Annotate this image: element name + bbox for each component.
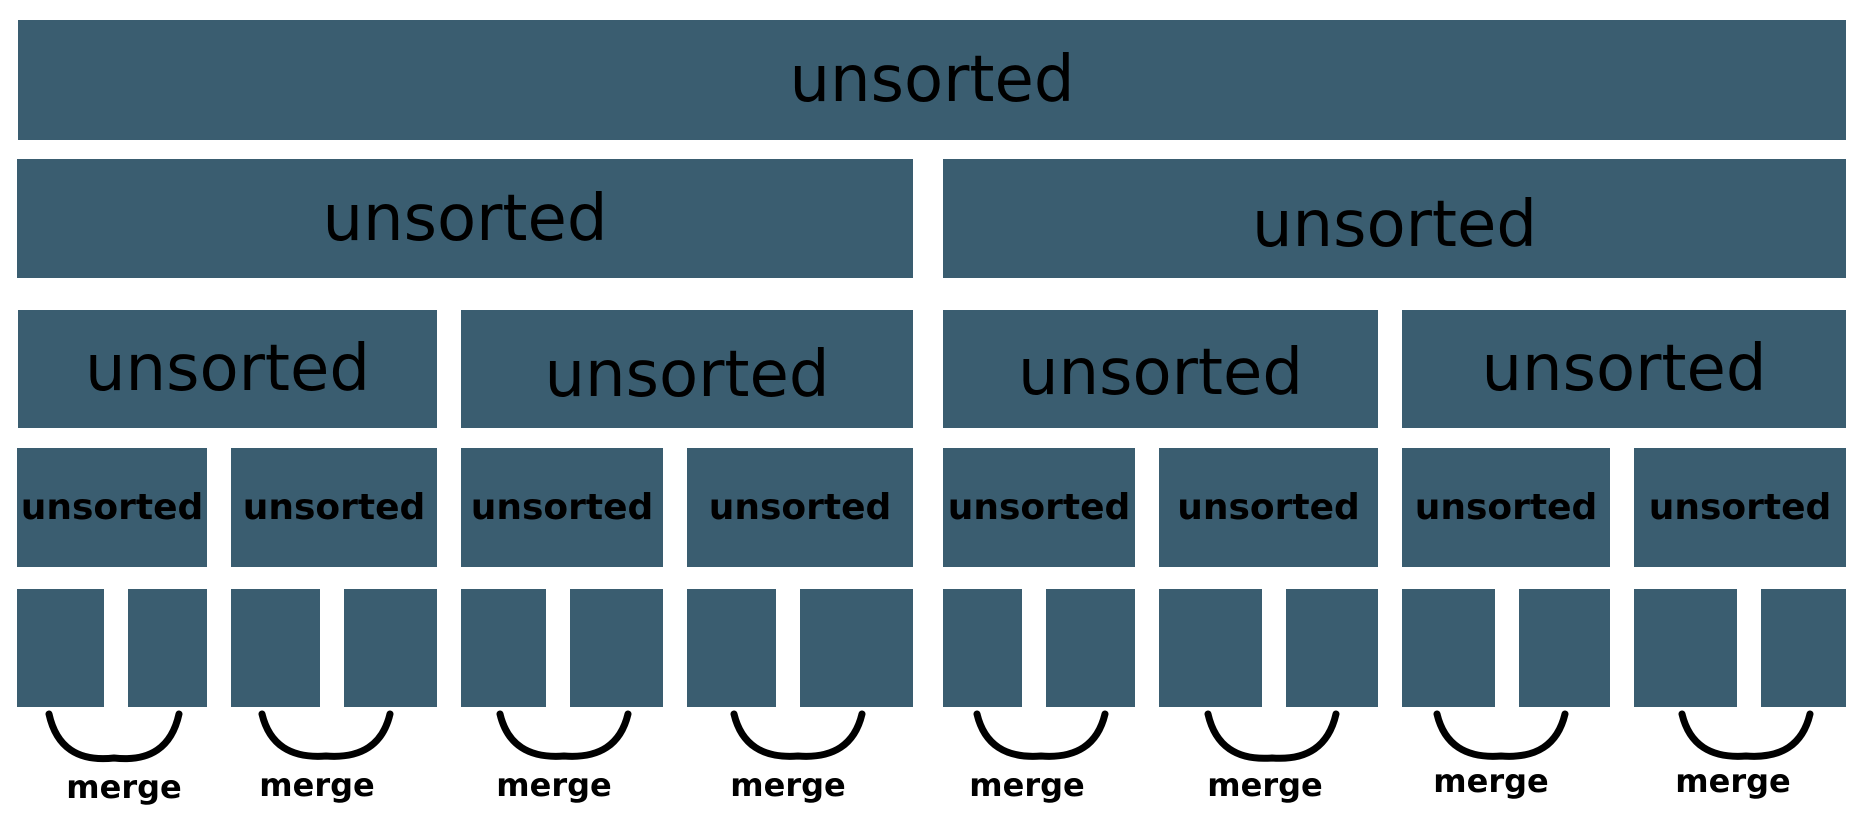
merge-arc: [45, 710, 183, 763]
node-label: unsorted: [708, 487, 892, 528]
leaf-node: [17, 589, 104, 707]
level0-node: unsorted: [18, 20, 1846, 140]
leaf-node: [1761, 589, 1846, 707]
merge-label: merge: [730, 766, 846, 804]
level3-node: unsorted: [687, 448, 913, 567]
merge-label: merge: [496, 766, 612, 804]
leaf-node: [1159, 589, 1262, 707]
node-label: unsorted: [20, 487, 204, 528]
level3-node: unsorted: [1634, 448, 1846, 567]
level1-node: unsorted: [943, 159, 1846, 278]
leaf-node: [570, 589, 663, 707]
leaf-node: [128, 589, 207, 707]
merge-arc: [973, 710, 1109, 760]
merge-label: merge: [259, 766, 375, 804]
node-label: unsorted: [470, 487, 654, 528]
merge-label: merge: [1207, 766, 1323, 804]
leaf-node: [1402, 589, 1495, 707]
node-label: unsorted: [242, 487, 426, 528]
leaf-node: [943, 589, 1022, 707]
merge-arc: [258, 710, 394, 760]
node-label: unsorted: [84, 332, 371, 406]
leaf-node: [1519, 589, 1610, 707]
level2-node: unsorted: [18, 310, 437, 428]
level2-node: unsorted: [943, 310, 1378, 428]
leaf-node: [231, 589, 320, 707]
level3-node: unsorted: [231, 448, 437, 567]
leaf-node: [687, 589, 776, 707]
node-label: unsorted: [1648, 487, 1832, 528]
merge-arc: [1433, 710, 1569, 760]
level2-node: unsorted: [1402, 310, 1846, 428]
merge-arc: [730, 710, 866, 760]
level3-node: unsorted: [461, 448, 663, 567]
merge-label: merge: [969, 766, 1085, 804]
level3-node: unsorted: [1159, 448, 1378, 567]
leaf-node: [344, 589, 437, 707]
node-label: unsorted: [1017, 336, 1304, 410]
merge-label: merge: [1675, 762, 1791, 800]
node-label: unsorted: [322, 181, 608, 256]
merge-label: merge: [1433, 762, 1549, 800]
level1-node: unsorted: [17, 159, 913, 278]
node-label: unsorted: [1177, 487, 1360, 528]
node-label: unsorted: [544, 338, 830, 412]
leaf-node: [800, 589, 913, 707]
level3-node: unsorted: [943, 448, 1135, 567]
node-label: unsorted: [789, 43, 1075, 117]
node-label: unsorted: [1414, 487, 1598, 528]
level3-node: unsorted: [1402, 448, 1610, 567]
leaf-node: [461, 589, 546, 707]
merge-arc: [1204, 710, 1340, 762]
merge-label: merge: [66, 768, 182, 806]
level3-node: unsorted: [17, 448, 207, 567]
merge-arc: [1678, 710, 1814, 760]
leaf-node: [1634, 589, 1737, 707]
node-label: unsorted: [1481, 332, 1767, 406]
node-label: unsorted: [1251, 187, 1538, 262]
node-label: unsorted: [947, 487, 1131, 528]
leaf-node: [1046, 589, 1135, 707]
merge-arc: [496, 710, 632, 760]
leaf-node: [1286, 589, 1378, 707]
level2-node: unsorted: [461, 310, 913, 428]
